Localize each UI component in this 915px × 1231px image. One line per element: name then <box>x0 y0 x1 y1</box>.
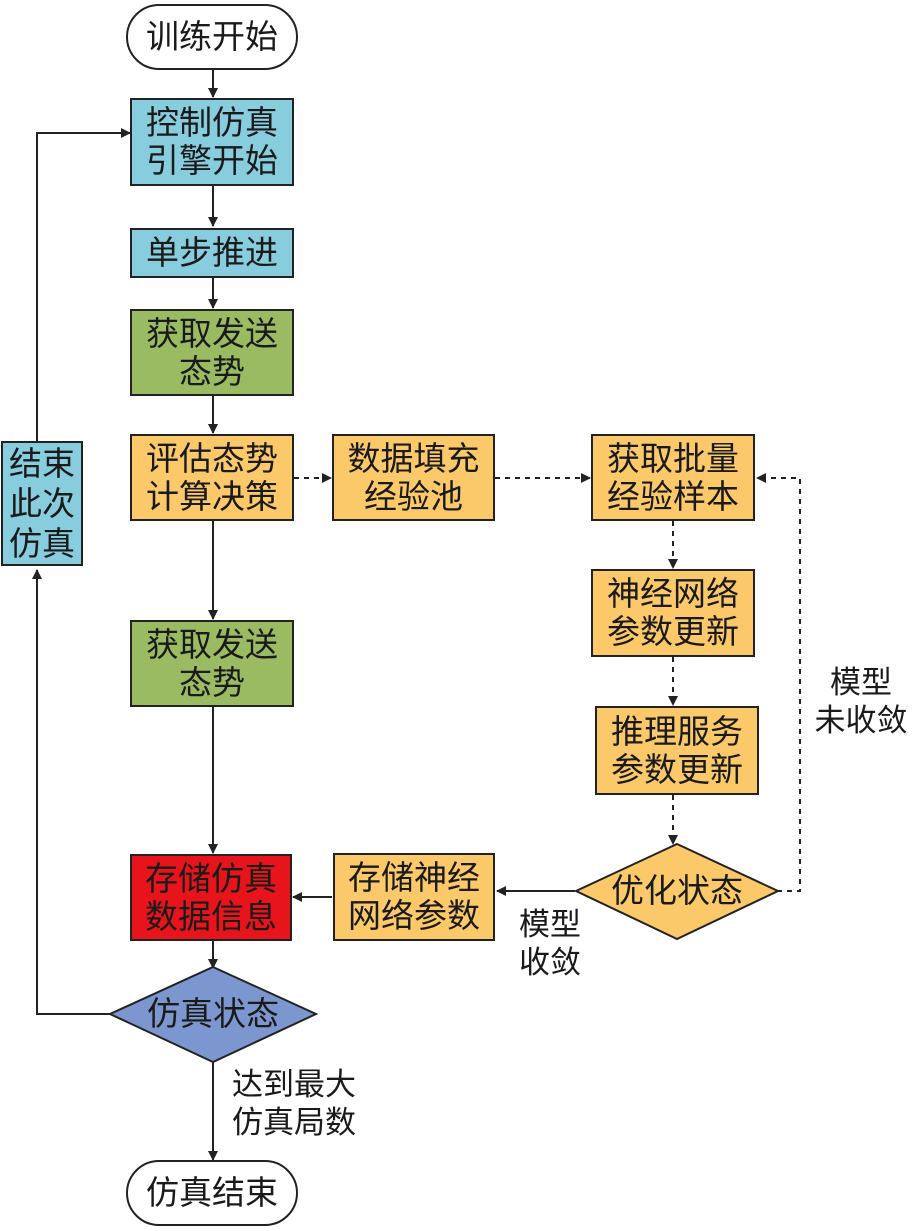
store-nn-box: 存储神经 网络参数 <box>333 853 495 941</box>
max-rounds-label: 达到最大 仿真局数 <box>232 1067 356 1141</box>
get-batch-box: 获取批量 经验样本 <box>591 434 755 521</box>
evaluate-decision-box: 评估态势 计算决策 <box>130 434 294 521</box>
opt-state-diamond <box>573 842 781 941</box>
fill-pool-box: 数据填充 经验池 <box>332 434 495 521</box>
arrow-opt-to-batch <box>756 473 801 892</box>
store-sim-box: 存储仿真 数据信息 <box>130 854 292 941</box>
infer-update-box: 推理服务 参数更新 <box>595 706 759 795</box>
get-state-box-2: 获取发送 态势 <box>130 620 294 707</box>
start-terminal: 训练开始 <box>126 4 298 70</box>
nn-update-box: 神经网络 参数更新 <box>591 569 755 657</box>
get-state-box-1: 获取发送 态势 <box>130 309 294 396</box>
arrow-sim-state-to-end <box>32 569 110 1015</box>
not-converged-label: 模型 未收敛 <box>814 665 908 739</box>
converged-label: 模型 收敛 <box>519 907 581 981</box>
finish-terminal: 仿真结束 <box>126 1160 298 1226</box>
engine-start-box: 控制仿真 引擎开始 <box>130 98 294 186</box>
end-sim-box: 结束 此次 仿真 <box>1 441 83 566</box>
single-step-box: 单步推进 <box>130 228 294 278</box>
arrow-end-to-engine <box>36 128 131 441</box>
sim-state-diamond <box>107 965 319 1064</box>
